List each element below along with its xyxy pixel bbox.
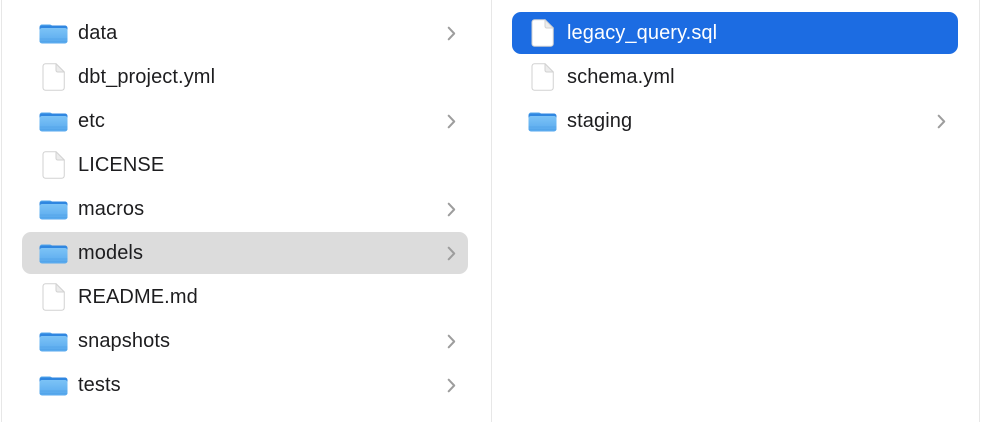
list-item[interactable]: dbt_project.yml bbox=[22, 55, 468, 99]
item-label: staging bbox=[567, 109, 633, 132]
icon-slot bbox=[526, 18, 558, 48]
finder-column-right: legacy_query.sql schema.yml bbox=[492, 0, 979, 422]
chevron-right-icon bbox=[447, 202, 456, 217]
document-icon bbox=[42, 63, 65, 91]
chevron-right-icon bbox=[447, 26, 456, 41]
document-icon bbox=[531, 19, 554, 47]
item-label: models bbox=[78, 241, 144, 264]
item-label: snapshots bbox=[78, 329, 171, 352]
item-label: dbt_project.yml bbox=[78, 65, 216, 88]
item-label: data bbox=[78, 21, 118, 44]
folder-icon bbox=[39, 332, 67, 352]
icon-slot bbox=[37, 18, 69, 48]
document-icon bbox=[42, 151, 65, 179]
folder-icon bbox=[39, 376, 67, 396]
chevron-right-icon bbox=[447, 114, 456, 129]
list-item[interactable]: schema.yml bbox=[512, 55, 958, 99]
chevron-right-icon bbox=[447, 246, 456, 261]
list-item[interactable]: tests bbox=[22, 363, 468, 407]
list-item[interactable]: README.md bbox=[22, 275, 468, 319]
item-label: etc bbox=[78, 109, 105, 132]
icon-slot bbox=[526, 62, 558, 92]
chevron-right-icon bbox=[447, 334, 456, 349]
list-item[interactable]: legacy_query.sql bbox=[512, 11, 958, 55]
item-label: LICENSE bbox=[78, 153, 165, 176]
column-divider bbox=[491, 0, 492, 422]
item-label: schema.yml bbox=[567, 65, 675, 88]
icon-slot bbox=[37, 326, 69, 356]
icon-slot bbox=[37, 62, 69, 92]
list-item[interactable]: snapshots bbox=[22, 319, 468, 363]
list-item[interactable]: models bbox=[22, 231, 468, 275]
folder-icon bbox=[39, 112, 67, 132]
icon-slot bbox=[37, 282, 69, 312]
icon-slot bbox=[37, 370, 69, 400]
folder-icon bbox=[39, 244, 67, 264]
chevron-right-icon bbox=[937, 114, 946, 129]
list-item[interactable]: staging bbox=[512, 99, 958, 143]
document-icon bbox=[531, 63, 554, 91]
chevron-right-icon bbox=[447, 378, 456, 393]
folder-icon bbox=[528, 112, 556, 132]
list-item[interactable]: macros bbox=[22, 187, 468, 231]
item-label: README.md bbox=[78, 285, 198, 308]
icon-slot bbox=[526, 106, 558, 136]
column-divider bbox=[979, 0, 980, 422]
icon-slot bbox=[37, 194, 69, 224]
icon-slot bbox=[37, 238, 69, 268]
document-icon bbox=[42, 283, 65, 311]
item-label: tests bbox=[78, 373, 121, 396]
icon-slot bbox=[37, 150, 69, 180]
list-item[interactable]: data bbox=[22, 11, 468, 55]
item-label: legacy_query.sql bbox=[567, 21, 718, 44]
column-divider bbox=[1, 0, 2, 422]
list-item[interactable]: etc bbox=[22, 99, 468, 143]
item-label: macros bbox=[78, 197, 145, 220]
folder-icon bbox=[39, 200, 67, 220]
icon-slot bbox=[37, 106, 69, 136]
folder-icon bbox=[39, 24, 67, 44]
finder-column-left: data dbt_project.yml etc bbox=[2, 0, 491, 422]
list-item[interactable]: LICENSE bbox=[22, 143, 468, 187]
